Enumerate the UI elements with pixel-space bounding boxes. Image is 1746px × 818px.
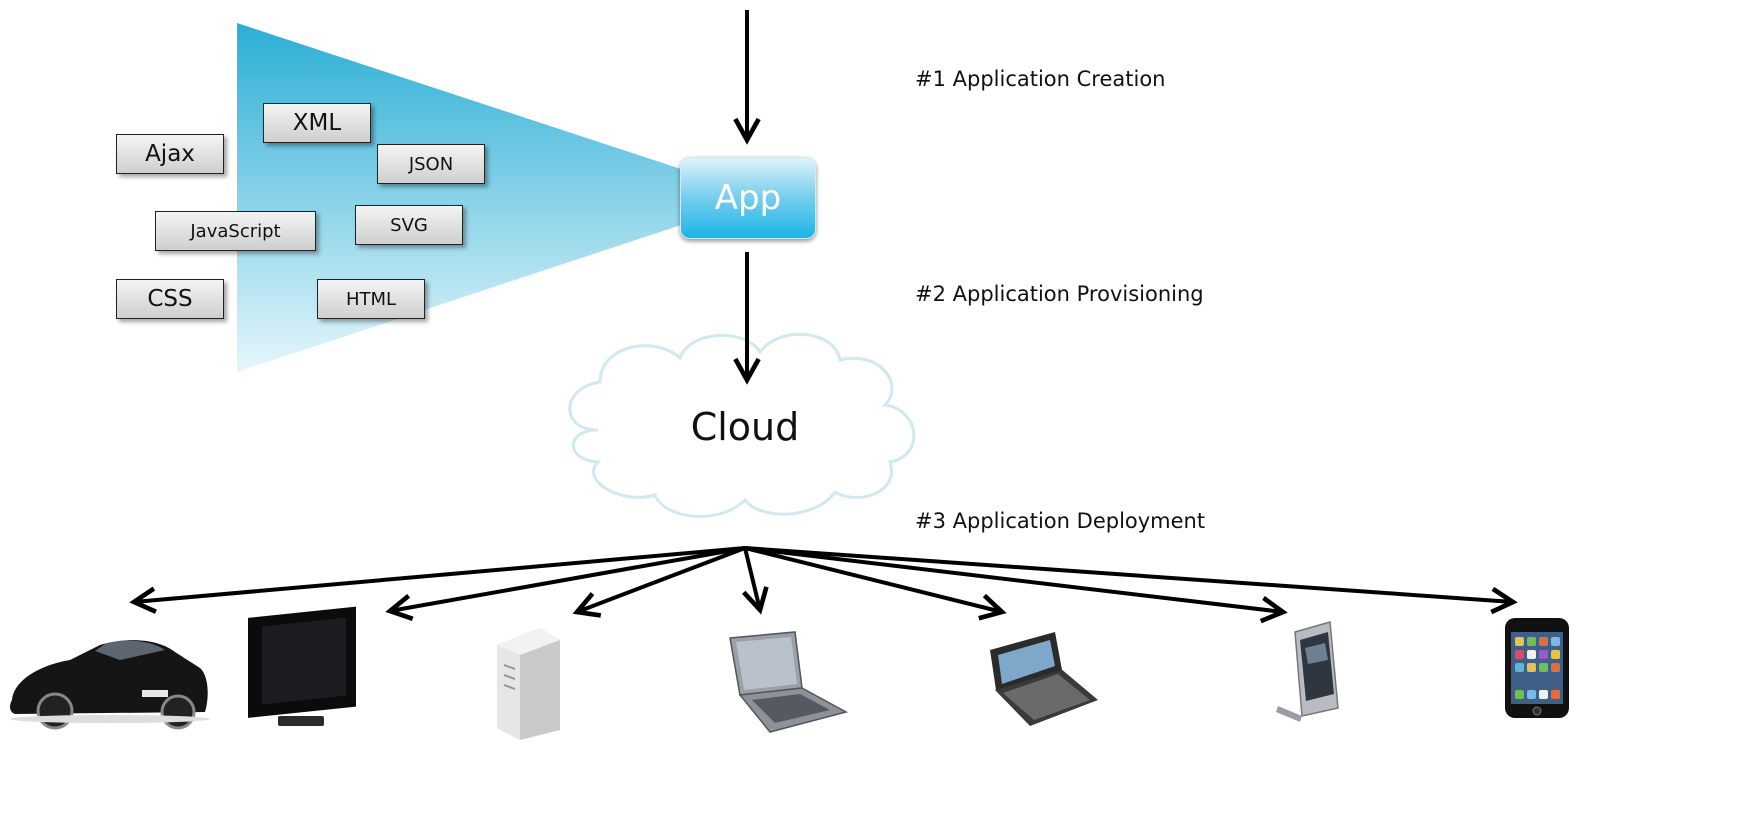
arrow-to-server: [577, 546, 746, 612]
arrow-to-netbook: [744, 546, 1002, 612]
technology-funnel: [237, 23, 690, 372]
app-box: App: [680, 157, 816, 239]
step-1-label: #1 Application Creation: [915, 67, 1166, 91]
tech-box-xml: XML: [263, 103, 371, 143]
tech-box-json: JSON: [377, 144, 485, 184]
cloud-label: Cloud: [690, 405, 800, 449]
arrow-to-car: [134, 546, 746, 602]
tech-box-css: CSS: [116, 279, 224, 319]
laptop-icon: [729, 631, 849, 733]
arrow-to-laptop: [745, 547, 760, 610]
step-3-label: #3 Application Deployment: [915, 509, 1206, 533]
netbook-icon: [990, 632, 1098, 726]
car-icon: [10, 640, 210, 730]
cloud-shape: [568, 332, 916, 518]
smartphone-icon: [1276, 621, 1339, 722]
tech-box-ajax: Ajax: [116, 134, 224, 174]
tech-box-javascript: JavaScript: [155, 211, 316, 251]
arrow-to-smartphone: [744, 546, 1283, 612]
arrow-to-iphone: [744, 546, 1513, 602]
step-2-label: #2 Application Provisioning: [915, 282, 1204, 306]
server-icon: [497, 628, 560, 740]
tech-box-html: HTML: [317, 279, 425, 319]
tech-box-svg: SVG: [355, 205, 463, 245]
iphone-icon: [1505, 618, 1569, 718]
tv-icon: [248, 606, 356, 726]
arrow-to-tv: [390, 546, 746, 611]
